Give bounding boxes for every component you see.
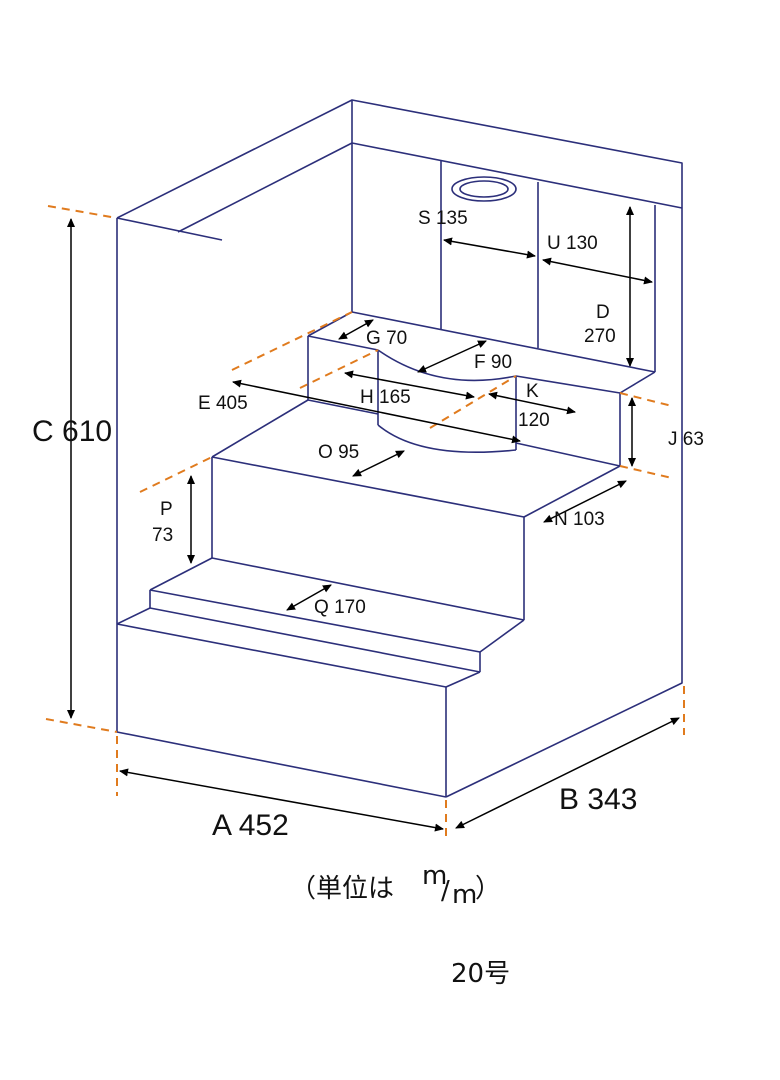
units-prefix: （単位は (290, 874, 394, 904)
label-a: A 452 (212, 809, 289, 842)
label-o: O 95 (318, 442, 359, 463)
dim-s-arrow (443, 237, 536, 259)
units-note: （単位は m / m ） (290, 861, 501, 910)
label-u: U 130 (547, 233, 598, 254)
units-denominator: m (452, 880, 477, 910)
dim-b-arrow (455, 717, 680, 829)
label-d-value: 270 (584, 326, 616, 347)
back-wall (351, 143, 656, 373)
model-number: 20号 (451, 959, 510, 989)
label-k-letter: K (526, 381, 539, 402)
dim-e-arrow (232, 379, 521, 444)
units-suffix: ） (475, 874, 501, 904)
label-s: S 135 (418, 208, 468, 229)
units-slash: / (441, 876, 450, 906)
label-e: E 405 (198, 393, 248, 414)
units-numerator: m (422, 861, 447, 891)
dim-o-arrow (352, 450, 405, 477)
label-p-letter: P (160, 499, 173, 520)
label-j: J 63 (668, 429, 704, 450)
label-q: Q 170 (314, 597, 366, 618)
dim-k-arrow (488, 391, 576, 415)
label-p-value: 73 (152, 525, 173, 546)
label-g: G 70 (366, 328, 407, 349)
label-n: N 103 (554, 509, 605, 530)
dimension-labels: S 135 U 130 D 270 G 70 F 90 K 120 E 405 … (152, 208, 704, 618)
label-f: F 90 (474, 352, 512, 373)
dim-g-arrow (338, 319, 374, 340)
label-c: C 610 (32, 415, 112, 448)
dim-q-arrow (286, 584, 332, 611)
label-b: B 343 (559, 783, 637, 816)
main-dimension-labels: C 610 A 452 B 343 (32, 415, 637, 842)
dim-a-arrow (119, 768, 444, 832)
dimension-arrows (67, 206, 680, 832)
dim-n-arrow (543, 480, 627, 523)
dim-u-arrow (542, 257, 653, 285)
box-outline (116, 99, 683, 798)
dim-f-arrow (417, 340, 487, 373)
label-h: H 165 (360, 387, 411, 408)
label-d-letter: D (596, 302, 610, 323)
steps (116, 399, 621, 797)
label-k-value: 120 (518, 410, 550, 431)
